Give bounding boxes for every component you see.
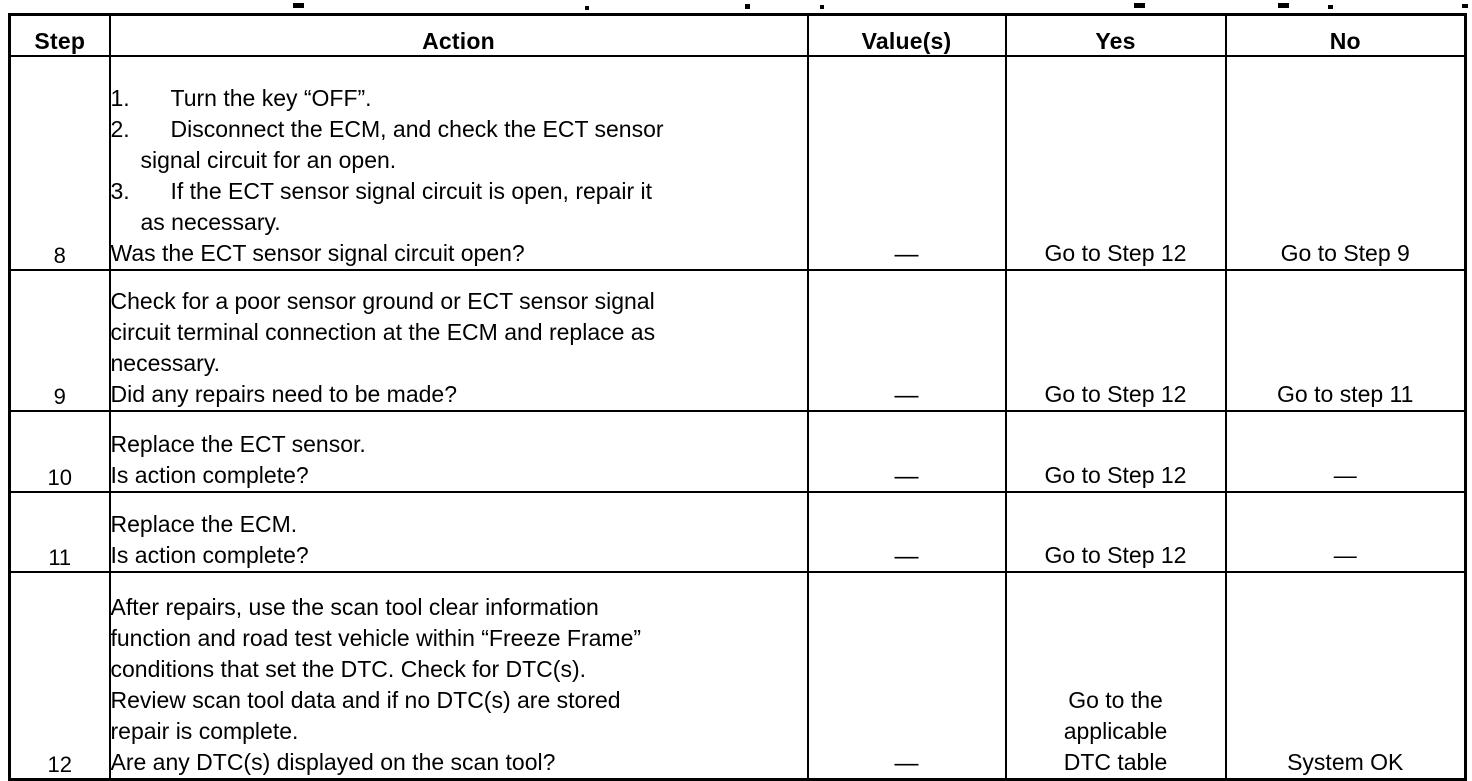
list-marker: 3.	[110, 178, 130, 204]
action-cell: Replace the ECT sensor. Is action comple…	[108, 410, 809, 493]
action-cell: Replace the ECM. Is action complete?	[108, 491, 809, 573]
yes-text: Go to the	[1068, 687, 1163, 713]
yes-cell: Go to Step 12	[1004, 491, 1227, 573]
column-header-action: Action	[108, 13, 809, 57]
value-dash: —	[894, 463, 919, 490]
table-row: 12 After repairs, use the scan tool clea…	[8, 571, 1467, 781]
action-cell: 1. Turn the key “OFF”. 2. Disconnect the E…	[108, 55, 809, 271]
no-text: System OK	[1287, 749, 1404, 775]
step-number-cell: 10	[8, 410, 111, 493]
column-header-no: No	[1224, 13, 1467, 57]
no-cell: Go to Step 9	[1224, 55, 1467, 271]
table-row: 10 Replace the ECT sensor. Is action com…	[8, 410, 1467, 493]
yes-text: Go to Step 12	[1044, 542, 1187, 568]
no-text: —	[1333, 542, 1357, 568]
step-number-cell: 8	[8, 55, 111, 271]
header-row: Step Action Value(s) Yes No	[8, 13, 1467, 57]
diagnostic-table-container: Step Action Value(s) Yes No 8 1. Turn the…	[8, 13, 1467, 781]
action-question: Are any DTC(s) displayed on the scan too…	[110, 749, 556, 775]
no-text: Go to step 11	[1277, 381, 1414, 407]
action-list-item: 3. If the ECT sensor signal circuit is op…	[110, 176, 807, 238]
table-header: Step Action Value(s) Yes No	[8, 13, 1467, 57]
value-dash: —	[894, 241, 919, 268]
step-number-cell: 11	[8, 491, 111, 573]
value-cell: —	[806, 571, 1007, 781]
value-dash: —	[894, 750, 919, 777]
action-line: circuit terminal connection at the ECM a…	[110, 319, 656, 345]
no-cell: —	[1224, 491, 1467, 573]
scan-speck	[1328, 5, 1333, 9]
scan-speck	[1462, 4, 1468, 8]
scan-artifact-layer	[0, 0, 1472, 14]
column-header-yes: Yes	[1004, 13, 1227, 57]
column-header-value: Value(s)	[806, 13, 1007, 57]
no-cell: —	[1224, 410, 1467, 493]
action-line: necessary.	[110, 350, 221, 376]
action-line: Replace the ECT sensor.	[110, 431, 366, 457]
yes-cell: Go to Step 12	[1004, 410, 1227, 493]
table-body: 8 1. Turn the key “OFF”. 2. Disconnect the…	[8, 55, 1467, 781]
action-line: If the ECT sensor signal circuit is open…	[170, 178, 653, 204]
scan-speck	[1134, 3, 1145, 8]
action-question: Did any repairs need to be made?	[110, 381, 458, 407]
action-line: as necessary.	[140, 209, 281, 235]
no-cell: System OK	[1224, 571, 1467, 781]
column-header-step: Step	[8, 13, 111, 57]
action-line: repair is complete.	[110, 718, 299, 744]
action-cell: After repairs, use the scan tool clear i…	[108, 571, 809, 781]
diagnostic-table: Step Action Value(s) Yes No 8 1. Turn the…	[8, 13, 1467, 781]
action-line: function and road test vehicle within “F…	[110, 625, 642, 651]
action-line: signal circuit for an open.	[140, 147, 397, 173]
yes-text: DTC table	[1063, 749, 1168, 775]
value-cell: —	[806, 410, 1007, 493]
scan-speck	[745, 4, 750, 9]
yes-text: Go to Step 12	[1044, 462, 1187, 488]
yes-text: Go to Step 12	[1044, 240, 1187, 266]
action-line: After repairs, use the scan tool clear i…	[110, 594, 599, 620]
yes-cell: Go to Step 12	[1004, 269, 1227, 412]
value-cell: —	[806, 491, 1007, 573]
action-question: Is action complete?	[110, 462, 309, 488]
action-list-item: 1. Turn the key “OFF”.	[110, 83, 807, 114]
table-row: 8 1. Turn the key “OFF”. 2. Disconnect the…	[8, 55, 1467, 271]
action-line: conditions that set the DTC. Check for D…	[110, 656, 587, 682]
scan-speck	[820, 5, 824, 9]
list-marker: 1.	[110, 85, 130, 111]
action-line: Check for a poor sensor ground or ECT se…	[110, 288, 655, 314]
no-text: —	[1333, 462, 1357, 488]
yes-text: applicable	[1063, 718, 1168, 744]
no-cell: Go to step 11	[1224, 269, 1467, 412]
action-line: Review scan tool data and if no DTC(s) a…	[110, 687, 621, 713]
action-line: Disconnect the ECM, and check the ECT se…	[170, 116, 664, 142]
step-number-cell: 9	[8, 269, 111, 412]
list-marker: 2.	[110, 116, 130, 142]
value-dash: —	[894, 382, 919, 409]
action-question: Is action complete?	[110, 542, 309, 568]
action-line: Turn the key “OFF”.	[170, 85, 372, 111]
yes-cell: Go to Step 12	[1004, 55, 1227, 271]
table-row: 11 Replace the ECM. Is action complete? …	[8, 491, 1467, 573]
scan-speck	[585, 6, 589, 10]
table-row: 9 Check for a poor sensor ground or ECT …	[8, 269, 1467, 412]
scan-speck	[1278, 3, 1289, 8]
action-question: Was the ECT sensor signal circuit open?	[110, 240, 525, 266]
action-line: Replace the ECM.	[110, 511, 298, 537]
value-dash: —	[894, 543, 919, 570]
no-text: Go to Step 9	[1280, 240, 1410, 266]
yes-text: Go to Step 12	[1044, 381, 1187, 407]
scan-speck	[293, 3, 304, 8]
step-number-cell: 12	[8, 571, 111, 781]
value-cell: —	[806, 269, 1007, 412]
action-cell: Check for a poor sensor ground or ECT se…	[108, 269, 809, 412]
action-list-item: 2. Disconnect the ECM, and check the ECT …	[110, 114, 807, 176]
yes-cell: Go to the applicable DTC table	[1004, 571, 1227, 781]
value-cell: —	[806, 55, 1007, 271]
